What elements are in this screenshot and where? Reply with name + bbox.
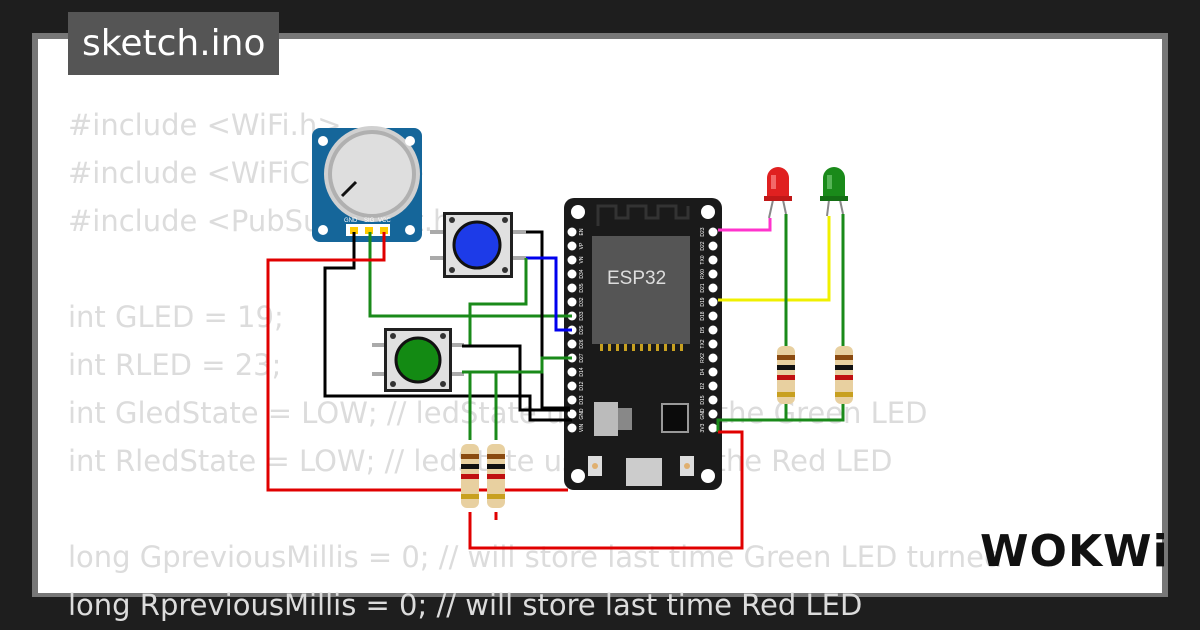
pin-label: D35 (579, 283, 585, 292)
pin-label: D27 (579, 353, 585, 362)
pin-hole[interactable] (708, 297, 718, 307)
pin-label: VP (579, 242, 585, 249)
pin-hole[interactable] (567, 423, 577, 433)
pin-label: GND (700, 408, 706, 420)
resistor-4[interactable] (835, 346, 853, 404)
pin-hole[interactable] (567, 339, 577, 349)
pin-hole[interactable] (708, 353, 718, 363)
pin-label: D33 (579, 311, 585, 320)
pin-label: GND (579, 408, 585, 420)
pin-label: TX2 (700, 339, 706, 348)
pin-label: D5 (700, 327, 706, 334)
pin-hole[interactable] (567, 409, 577, 419)
pot-pin-sig: SIG (364, 218, 375, 224)
pin-hole[interactable] (708, 311, 718, 321)
pin-hole[interactable] (708, 395, 718, 405)
pin-hole[interactable] (708, 367, 718, 377)
pin-hole[interactable] (567, 269, 577, 279)
pin-hole[interactable] (708, 269, 718, 279)
pin-hole[interactable] (708, 423, 718, 433)
pin-hole[interactable] (708, 255, 718, 265)
pin-hole[interactable] (567, 381, 577, 391)
resistor-2[interactable] (487, 444, 505, 508)
pin-hole[interactable] (708, 227, 718, 237)
pin-hole[interactable] (567, 297, 577, 307)
pin-label: D13 (579, 395, 585, 404)
pin-hole[interactable] (567, 395, 577, 405)
code-line: long RpreviousMillis = 0; // will store … (68, 588, 863, 622)
pin-hole[interactable] (708, 409, 718, 419)
code-line: long GpreviousMillis = 0; // will store … (68, 540, 1003, 574)
potentiometer[interactable]: GND SIG VCC (312, 126, 422, 242)
pin-label: D21 (700, 283, 706, 292)
pin-label: D32 (579, 297, 585, 306)
code-line: int GLED = 19; (68, 300, 284, 334)
pin-label: D4 (700, 369, 706, 376)
blue-pushbutton[interactable] (430, 212, 526, 278)
pin-label: D2 (700, 383, 706, 390)
pin-label: VIN (579, 423, 585, 432)
pin-label: RX2 (700, 353, 706, 363)
pin-label: D19 (700, 297, 706, 306)
pin-label: EN (579, 228, 585, 235)
pin-hole[interactable] (567, 367, 577, 377)
pin-label: D15 (700, 395, 706, 404)
pin-label: TX0 (700, 255, 706, 264)
esp32-label: ESP32 (607, 268, 666, 289)
pin-label: D18 (700, 311, 706, 320)
pin-hole[interactable] (708, 339, 718, 349)
red-led[interactable] (764, 167, 792, 219)
pin-hole[interactable] (708, 241, 718, 251)
wokwi-logo: WOKWi (980, 526, 1168, 577)
pin-label: D12 (579, 381, 585, 390)
pin-label: D14 (579, 367, 585, 376)
pin-hole[interactable] (567, 227, 577, 237)
pin-label: D23 (700, 227, 706, 236)
resistor-1[interactable] (461, 444, 479, 508)
pin-hole[interactable] (708, 283, 718, 293)
green-pushbutton[interactable] (372, 328, 464, 392)
svg-text:WOKWi: WOKWi (980, 526, 1169, 577)
pin-label: D25 (579, 325, 585, 334)
pot-pin-gnd: GND (344, 218, 358, 224)
code-line: int RLED = 23; (68, 348, 282, 382)
pin-hole[interactable] (708, 381, 718, 391)
esp32-board[interactable]: ESP32 ENVPVND34D35D32D33D25D26D27D14D12D… (564, 198, 722, 490)
wires (266, 214, 845, 550)
pin-label: D34 (579, 269, 585, 278)
green-led[interactable] (820, 167, 848, 217)
pin-label: RX0 (700, 269, 706, 279)
sketch-title: sketch.ino (68, 12, 280, 75)
pin-label: 3V3 (700, 423, 706, 432)
pin-hole[interactable] (708, 325, 718, 335)
pin-label: D26 (579, 339, 585, 348)
pot-pin-vcc: VCC (378, 218, 391, 224)
pin-label: D22 (700, 241, 706, 250)
pin-label: VN (579, 256, 585, 263)
pin-hole[interactable] (567, 241, 577, 251)
resistor-3[interactable] (777, 346, 795, 404)
pin-hole[interactable] (567, 255, 577, 265)
pin-hole[interactable] (567, 283, 577, 293)
